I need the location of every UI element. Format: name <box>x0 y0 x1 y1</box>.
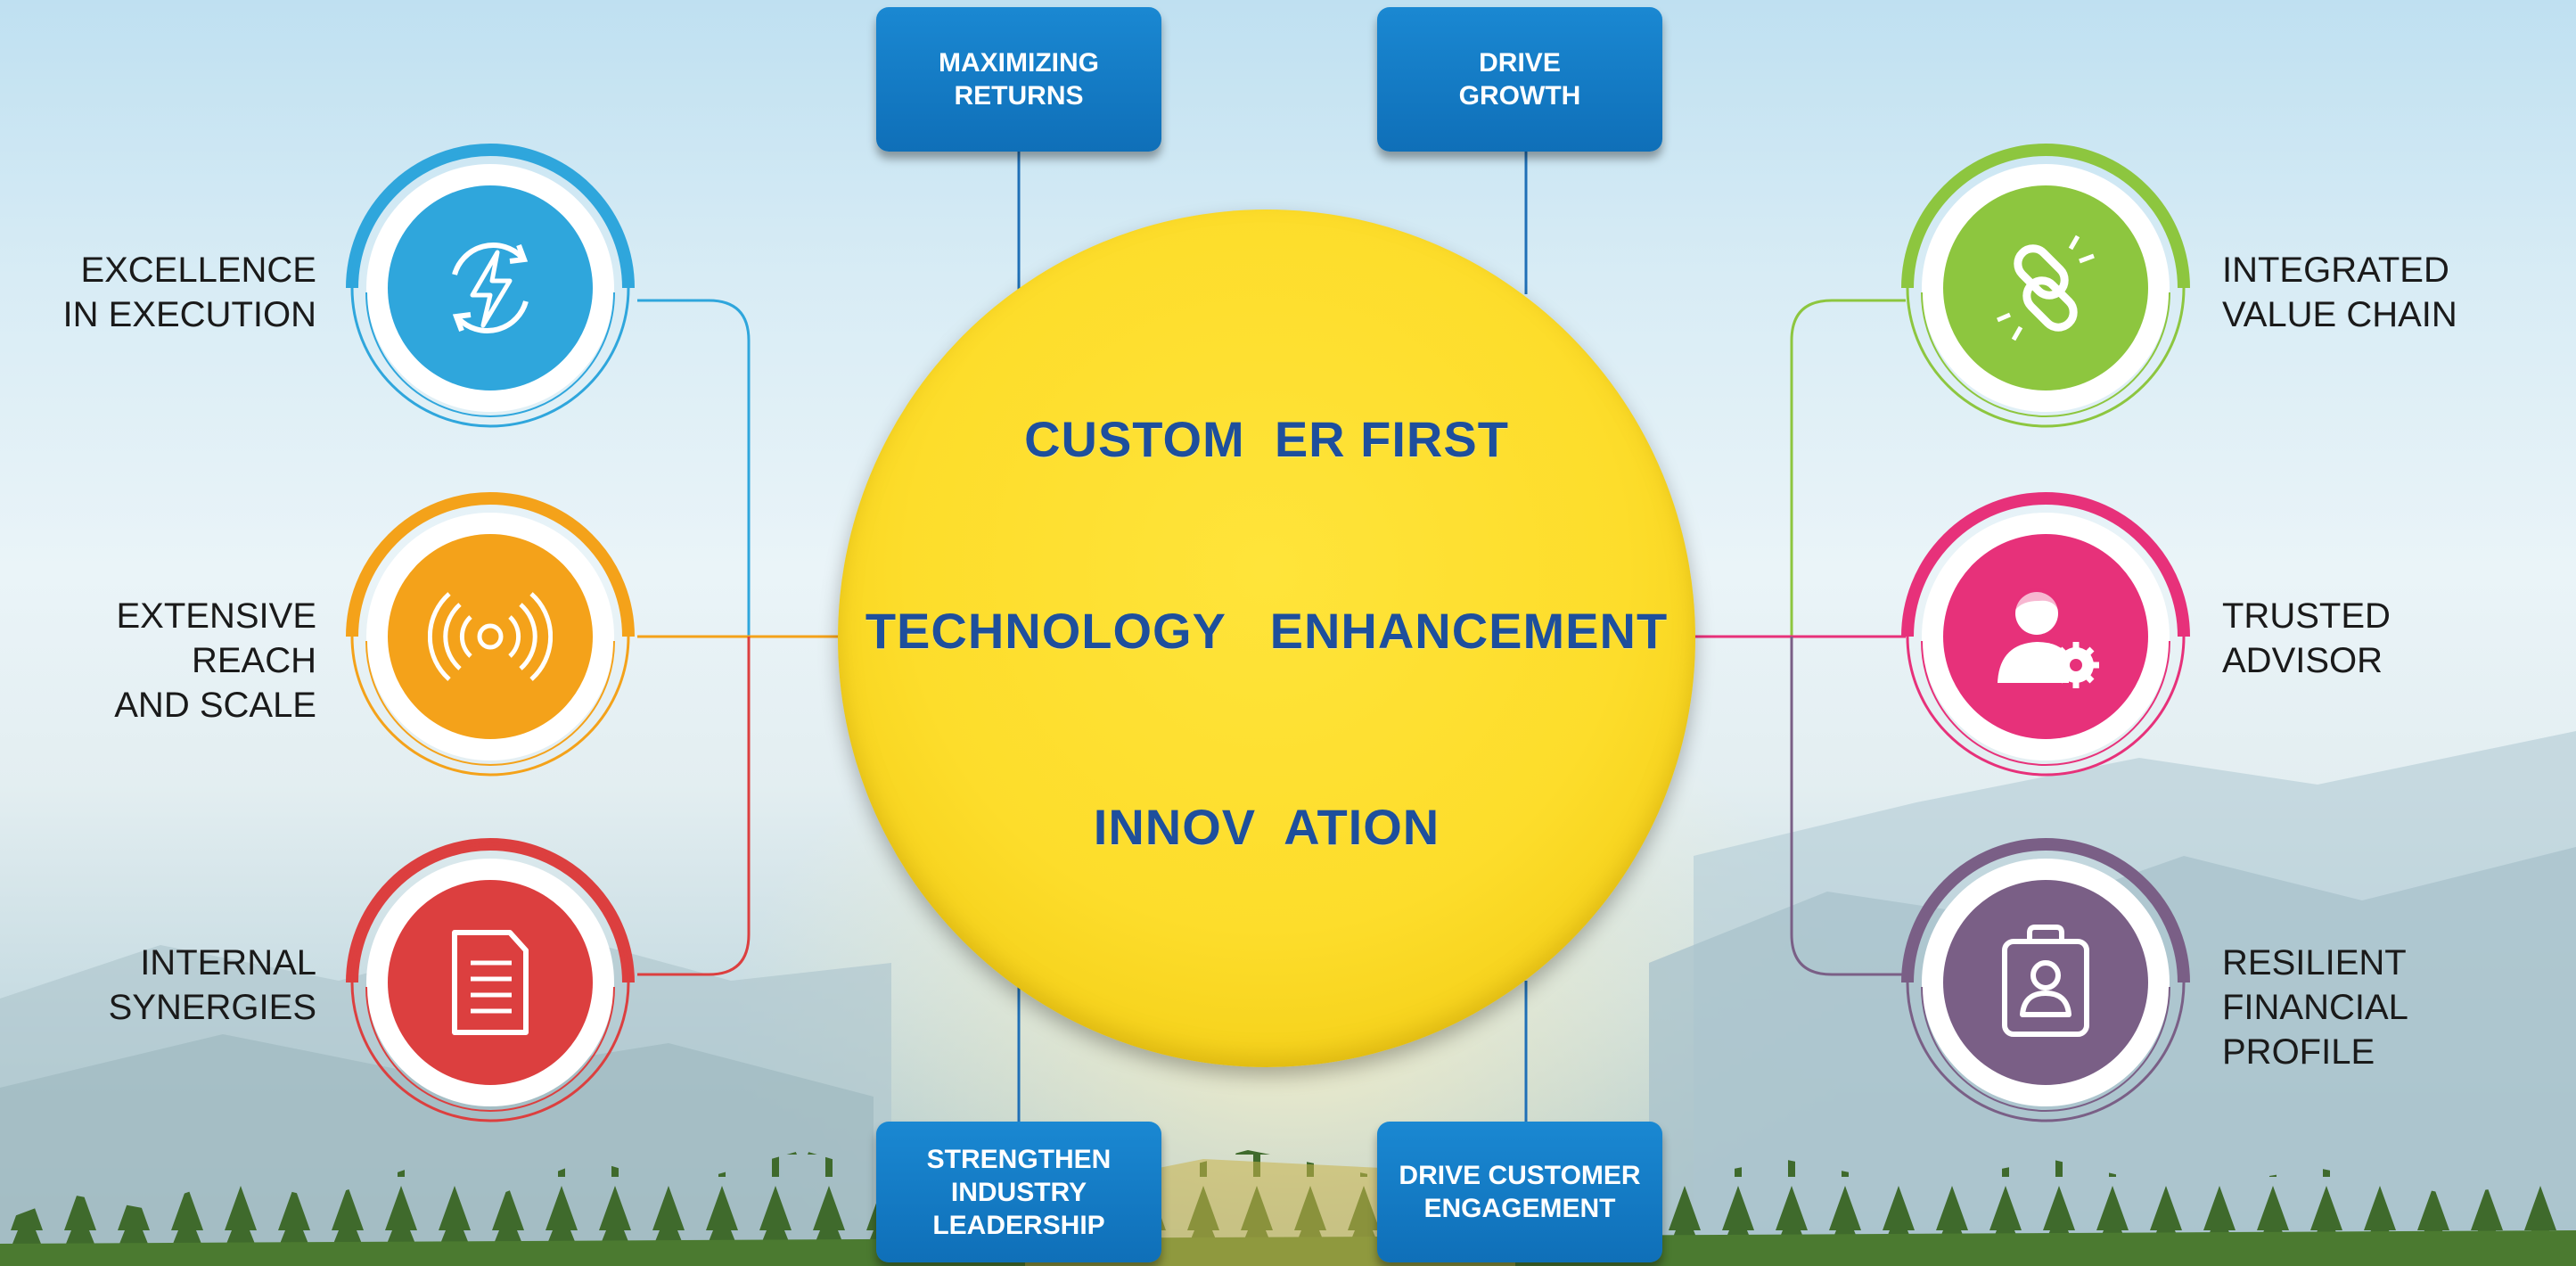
center-circle: CUSTOM ER FIRST TECHNOLOGY ENHANCEMENT I… <box>838 210 1695 1067</box>
clipboard-user-icon <box>1943 880 2148 1085</box>
label-integrated-value-chain: INTEGRATED VALUE CHAIN <box>2222 251 2457 334</box>
node-internal-synergies <box>343 835 637 1130</box>
box-label: DRIVE CUSTOMER ENGAGEMENT <box>1399 1161 1641 1223</box>
label-internal-synergies: INTERNAL SYNERGIES <box>108 943 316 1027</box>
box-maximizing-returns: MAXIMIZING RETURNS <box>876 7 1161 152</box>
label-resilient-financial-profile: RESILIENT FINANCIAL PROFILE <box>2222 943 2408 1072</box>
lightning-cycle-icon <box>388 185 593 390</box>
node-trusted-advisor <box>1899 489 2193 784</box>
broadcast-signal-icon <box>388 534 593 739</box>
box-strengthen-industry-leadership: STRENGTHEN INDUSTRY LEADERSHIP <box>876 1122 1161 1262</box>
node-extensive-reach-and-scale <box>343 489 637 784</box>
user-gear-icon <box>1943 534 2148 739</box>
label-excellence-in-execution: EXCELLENCE IN EXECUTION <box>62 251 316 334</box>
box-drive-growth: DRIVE GROWTH <box>1377 7 1662 152</box>
label-extensive-reach-and-scale: EXTENSIVE REACH AND SCALE <box>114 596 316 725</box>
center-text-customer-first: CUSTOM ER FIRST <box>1024 411 1509 467</box>
box-label: MAXIMIZING RETURNS <box>939 48 1099 111</box>
box-drive-customer-engagement: DRIVE CUSTOMER ENGAGEMENT <box>1377 1122 1662 1262</box>
document-icon <box>388 880 593 1085</box>
node-excellence-in-execution <box>343 141 637 435</box>
box-label: DRIVE GROWTH <box>1458 48 1581 111</box>
chain-link-icon <box>1943 185 2148 390</box>
label-trusted-advisor: TRUSTED ADVISOR <box>2222 596 2391 680</box>
center-text-technology-enhancement: TECHNOLOGY ENHANCEMENT <box>865 603 1669 659</box>
box-label: STRENGTHEN INDUSTRY LEADERSHIP <box>926 1144 1112 1240</box>
node-resilient-financial-profile <box>1899 835 2193 1130</box>
center-text-innovation: INNOV ATION <box>1093 799 1440 855</box>
node-integrated-value-chain <box>1899 141 2193 435</box>
